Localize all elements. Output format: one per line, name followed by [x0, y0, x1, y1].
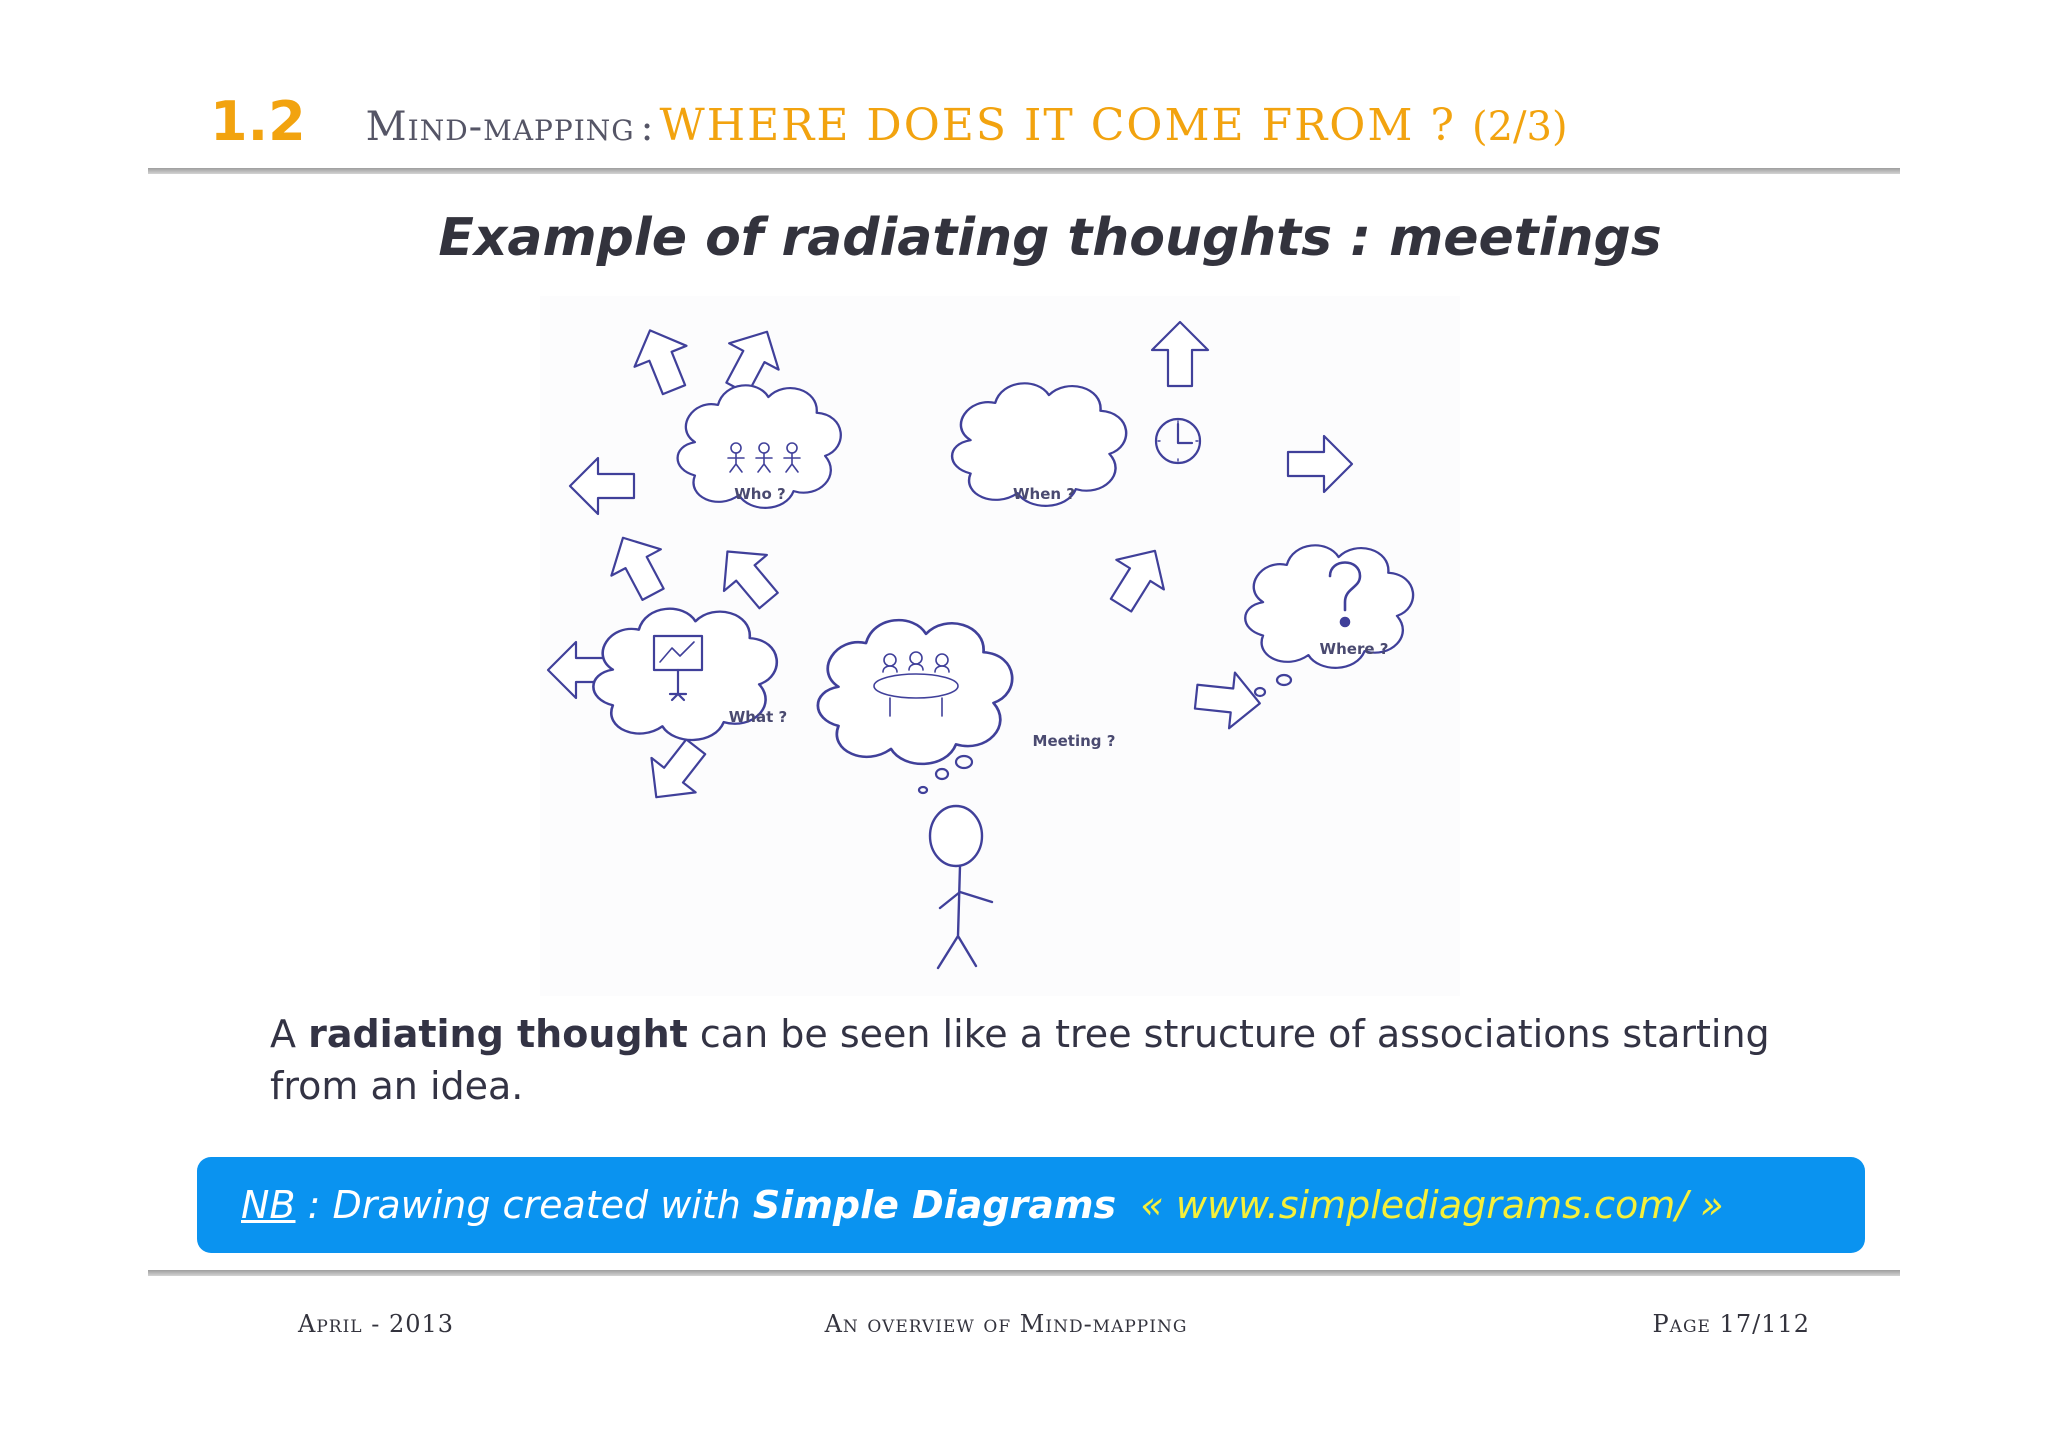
- note-label: NB: [241, 1183, 296, 1227]
- arrow-icon: [568, 456, 636, 516]
- arrow-icon: [1286, 434, 1354, 494]
- header-divider: [148, 168, 1900, 174]
- stick-figure-icon: [928, 804, 994, 970]
- note-separator: :: [295, 1183, 333, 1227]
- footer-page-number: Page 17/112: [1652, 1310, 1810, 1338]
- when-label: When ?: [1013, 485, 1075, 503]
- presentation-board-icon: [652, 634, 704, 702]
- slide-subtitle: Example of radiating thoughts : meetings: [438, 208, 1662, 268]
- footer-divider: [148, 1270, 1900, 1276]
- footer-title: An overview of Mind-mapping: [824, 1310, 1188, 1338]
- note-tool-name: Simple Diagrams: [752, 1183, 1117, 1227]
- title-separator: :: [640, 105, 654, 149]
- note-banner: NB : Drawing created with Simple Diagram…: [197, 1157, 1865, 1253]
- arrow-icon: [704, 532, 792, 620]
- thought-bubbles: [917, 673, 1293, 795]
- arrow-icon: [1192, 667, 1264, 733]
- arrow-icon: [633, 728, 719, 816]
- clock-icon: [1154, 417, 1202, 465]
- footer-date: April - 2013: [298, 1310, 455, 1338]
- title-prefix: Mind-mapping: [365, 104, 635, 150]
- arrow-icon: [597, 523, 679, 609]
- body-highlight: radiating thought: [308, 1012, 688, 1056]
- page-title: WHERE DOES IT COME FROM ?: [659, 100, 1456, 151]
- meeting-label: Meeting ?: [1033, 732, 1116, 750]
- arrow-icon: [1096, 534, 1180, 622]
- body-paragraph: A radiating thought can be seen like a t…: [270, 1008, 1830, 1112]
- note-url-link[interactable]: « www.simplediagrams.com/ »: [1140, 1183, 1724, 1227]
- radiating-thoughts-diagram: Who ? When ? Where ? What ? Meeting ?: [546, 317, 1415, 970]
- people-icon: [727, 442, 801, 473]
- who-label: Who ?: [734, 485, 785, 503]
- question-mark-icon: [1328, 561, 1362, 628]
- title-page-counter: (2/3): [1472, 104, 1568, 150]
- arrow-icon: [622, 318, 702, 402]
- where-label: Where ?: [1320, 640, 1389, 658]
- meeting-table-icon: [873, 651, 959, 717]
- page-header: 1.2 Mind-mapping : WHERE DOES IT COME FR…: [210, 90, 1568, 170]
- body-prefix: A: [270, 1012, 309, 1056]
- what-label: What ?: [729, 708, 787, 726]
- section-number: 1.2: [210, 90, 306, 153]
- note-text: Drawing created with: [332, 1183, 753, 1227]
- arrow-icon: [1150, 320, 1210, 388]
- body-rest: can be seen like a tree structure of ass…: [270, 1012, 1770, 1108]
